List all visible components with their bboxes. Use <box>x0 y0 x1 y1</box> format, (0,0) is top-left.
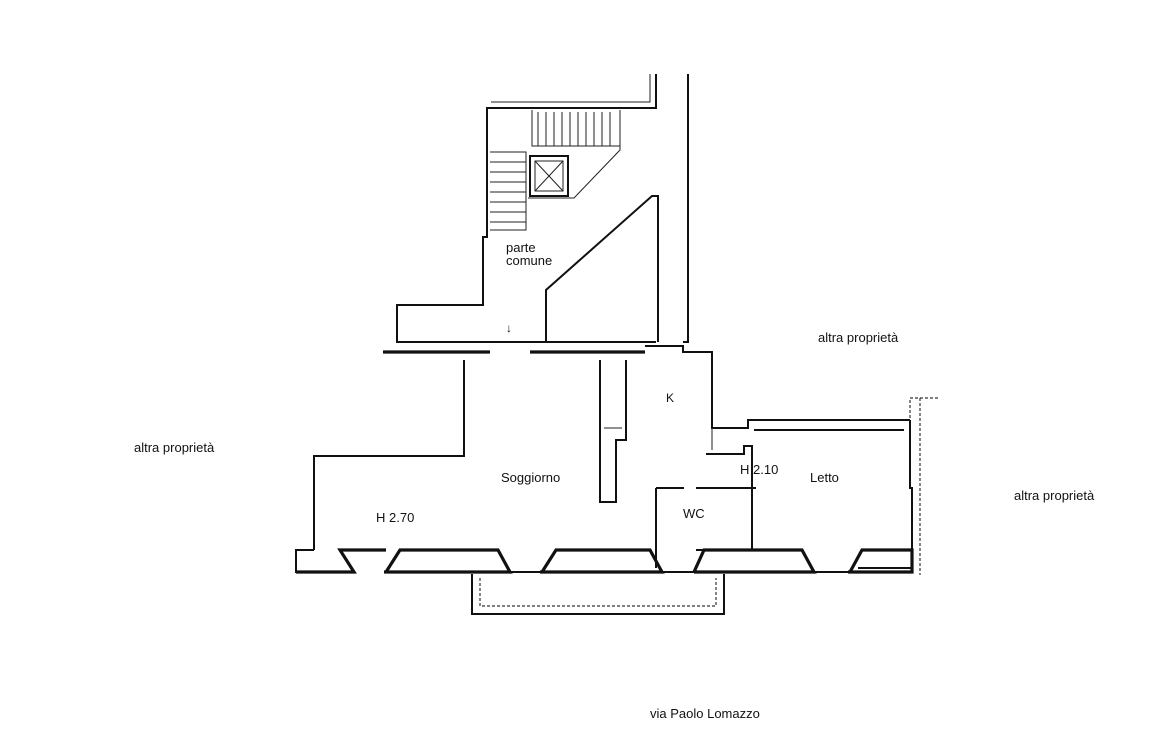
corridor-diagonal-wall <box>545 195 659 342</box>
neighbor-label-top: altra proprietà <box>818 330 899 345</box>
street-label: via Paolo Lomazzo <box>650 706 760 721</box>
elevator-shaft <box>529 155 569 197</box>
kitchen-label: K <box>666 391 674 405</box>
ceiling-height-main: H 2.70 <box>376 510 414 525</box>
ceiling-height-bedroom: H 2.10 <box>740 462 778 477</box>
balcony <box>471 574 725 615</box>
room-labels: parte comune ↓ altra proprietà altra pro… <box>134 240 1095 721</box>
neighbor-label-left: altra proprietà <box>134 440 215 455</box>
entry-arrow-icon: ↓ <box>506 321 512 335</box>
bedroom-label: Letto <box>810 470 839 485</box>
neighbor-label-right: altra proprietà <box>1014 488 1095 503</box>
common-area-label-line1: parte <box>506 240 536 255</box>
staircase <box>490 110 621 231</box>
apartment-walls <box>295 345 938 575</box>
common-area-label-line2: comune <box>506 253 552 268</box>
bathroom-label: WC <box>683 506 705 521</box>
living-room-label: Soggiorno <box>501 470 560 485</box>
common-area <box>396 74 689 343</box>
interior-walls <box>599 360 904 568</box>
front-facade <box>296 548 914 574</box>
